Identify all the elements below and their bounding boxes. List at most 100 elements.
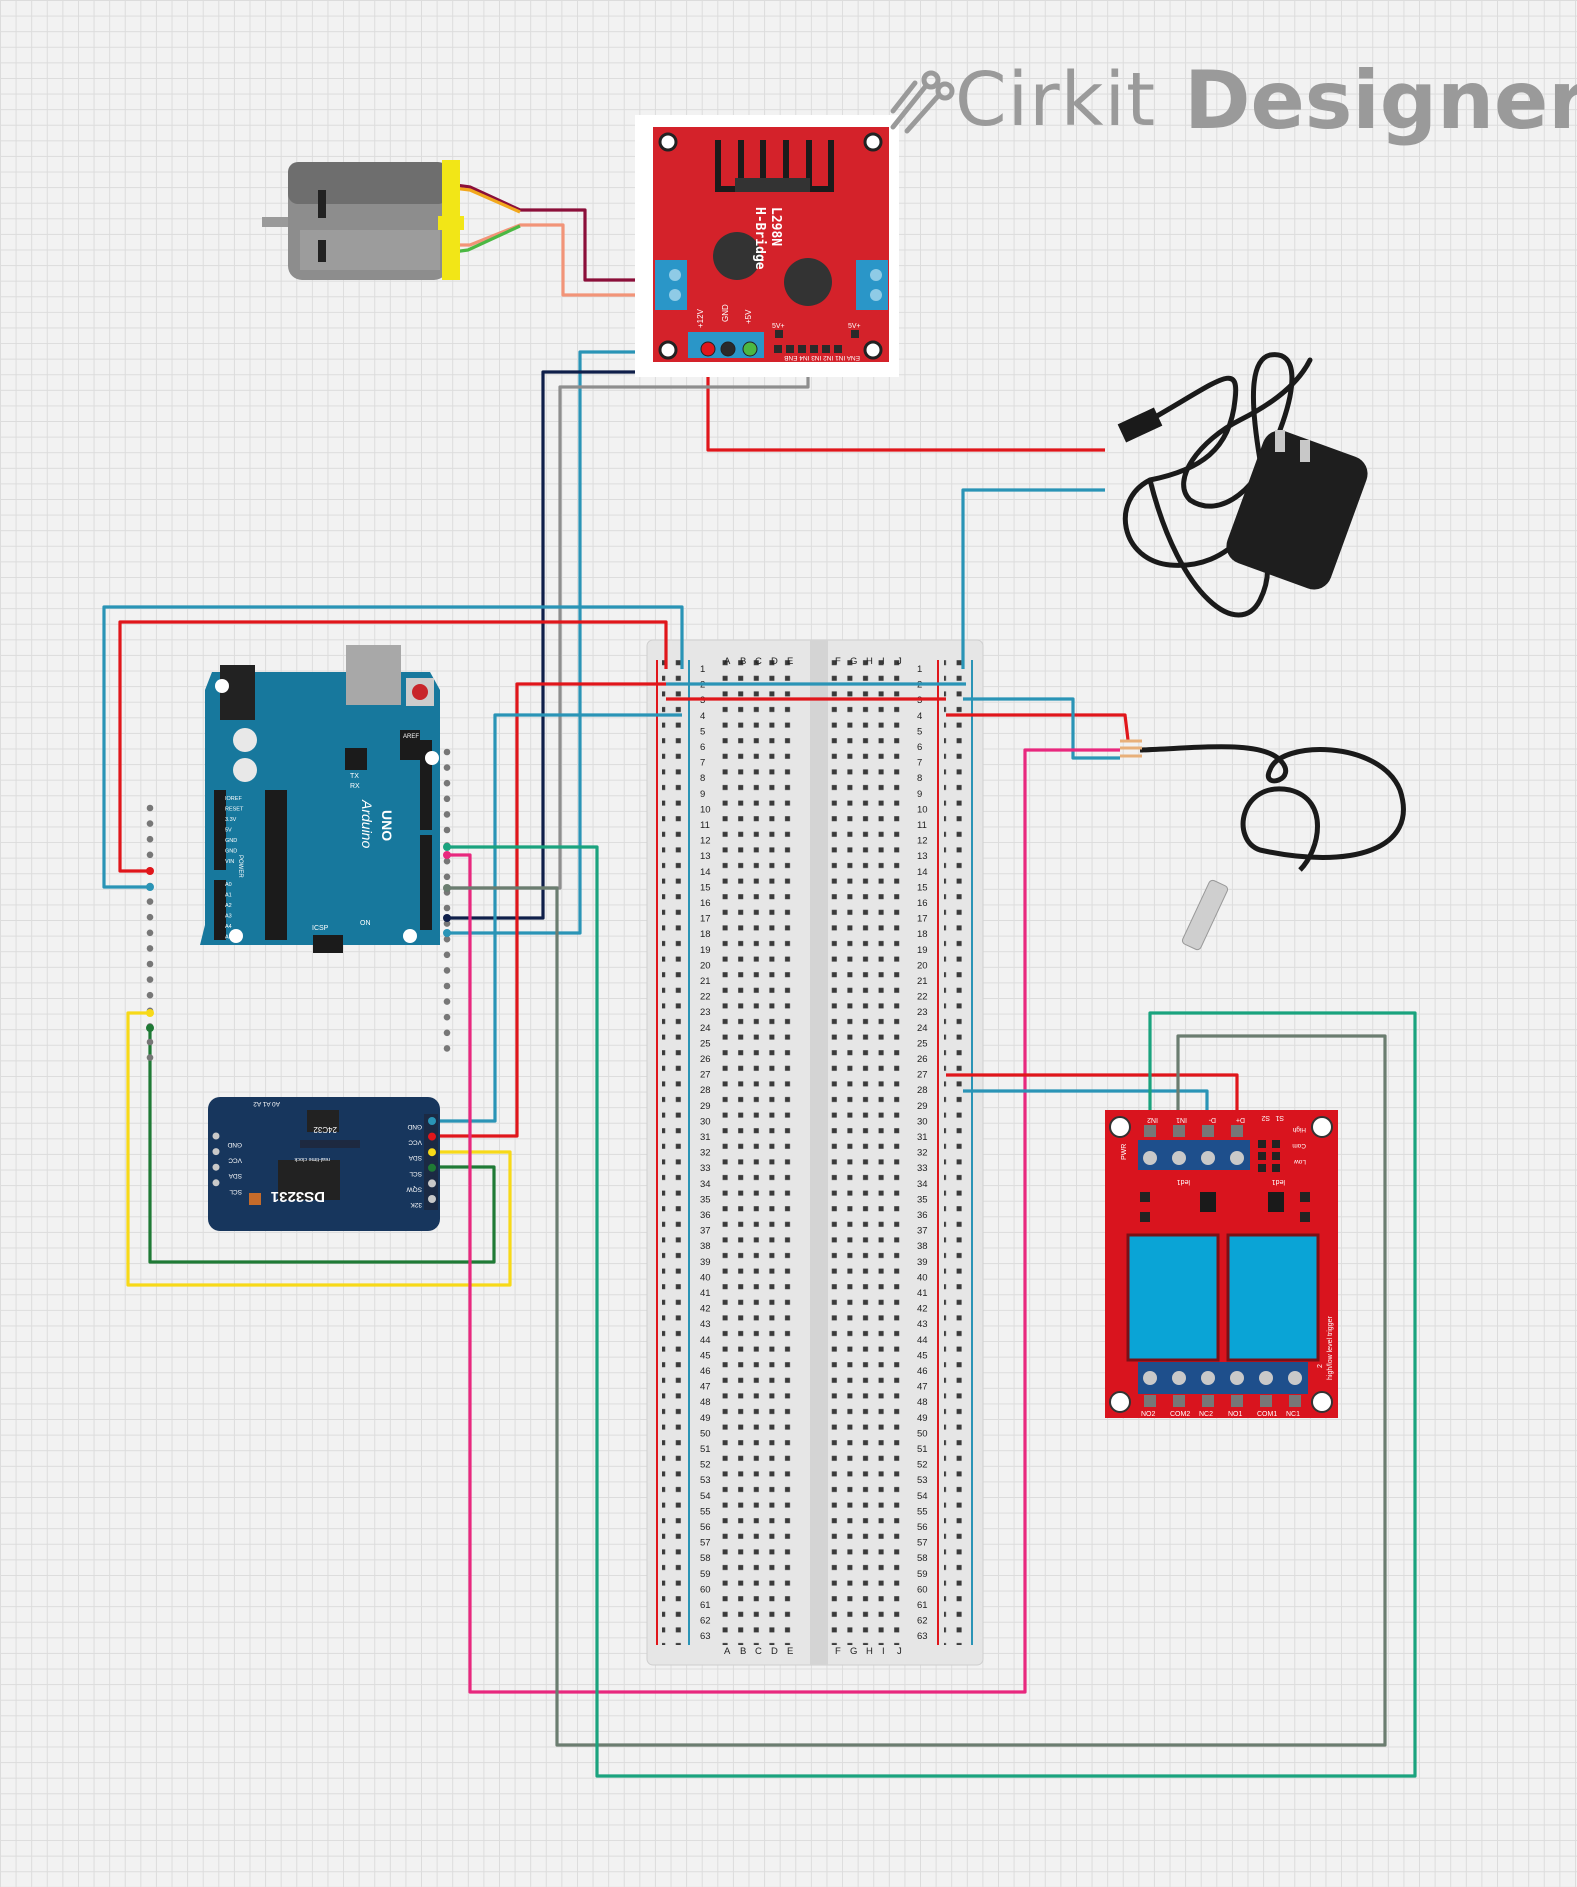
wire-endpoint[interactable] (146, 1024, 154, 1032)
rtc-right-pin[interactable] (428, 1148, 436, 1157)
hbridge-title-2: H-Bridge (752, 207, 767, 270)
rtc-right-pin-label: SDA (408, 1154, 422, 1161)
arduino-right-pin-dot[interactable] (443, 1013, 451, 1021)
arduino-right-pin-dot[interactable] (443, 1045, 451, 1052)
arduino-right-pin-dot[interactable] (443, 795, 451, 803)
rtc-left-pin[interactable] (212, 1132, 220, 1140)
arduino-left-pin-dot[interactable] (146, 898, 154, 905)
arduino-pin-stubs (146, 748, 451, 1061)
wire-temp-vcc (946, 713, 1130, 741)
arduino-right-pin-dot[interactable] (443, 811, 451, 818)
arduino-left-pin-dot[interactable] (146, 960, 154, 968)
bb-col-label: J (897, 1646, 902, 1657)
relay-bottom-pin-label: NC1 (1286, 1411, 1300, 1418)
arduino-left-pin-dot[interactable] (146, 851, 154, 859)
arduino-left-pin-dot[interactable] (146, 945, 154, 952)
wire-endpoint[interactable] (443, 884, 451, 892)
bb-row-label: 9 (917, 789, 922, 800)
bb-row-label: 21 (700, 976, 711, 987)
wire-endpoint[interactable] (443, 843, 451, 851)
rtc-right-pin[interactable] (428, 1117, 436, 1125)
wire-12v (706, 352, 1105, 452)
arduino-power-pin-label: 5V (225, 828, 232, 834)
arduino-right-pin-dot[interactable] (443, 935, 451, 943)
bb-row-label: 18 (700, 929, 711, 940)
bb-col-label: G (850, 656, 857, 667)
arduino-right-pin-dot[interactable] (443, 982, 451, 990)
arduino-left-pin-dot[interactable] (146, 976, 154, 983)
arduino-left-pin-dot[interactable] (146, 929, 154, 937)
bb-col-label: C (755, 656, 762, 667)
arduino-right-pin-dot[interactable] (443, 748, 451, 756)
bb-row-label: 14 (700, 867, 711, 878)
rtc-right-pin[interactable] (428, 1163, 436, 1172)
arduino-power-pin-label: 3.3V (225, 817, 237, 823)
rtc-left-pin[interactable] (212, 1163, 220, 1171)
arduino-power-pin-label: RESET (225, 807, 244, 813)
rtc-right-pin[interactable] (428, 1195, 436, 1203)
relay-top-pin-label: D- (1208, 1116, 1216, 1123)
rtc-right-pin[interactable] (428, 1179, 436, 1188)
arduino-left-pin-dot[interactable] (146, 991, 154, 999)
arduino-right-pin-dot[interactable] (443, 764, 451, 771)
arduino-left-pin-dot[interactable] (146, 913, 154, 921)
arduino-right-pin-dot[interactable] (443, 857, 451, 865)
arduino-right-pin-dot[interactable] (443, 998, 451, 1005)
arduino-right-pin-dot[interactable] (443, 920, 451, 927)
wire-rtc-scl (148, 1028, 496, 1264)
bb-row-label: 47 (700, 1382, 711, 1393)
bb-row-label: 4 (700, 711, 705, 722)
bb-col-label: E (787, 1646, 793, 1657)
bb-col-label: I (882, 1646, 885, 1657)
arduino-right-pin-dot[interactable] (443, 951, 451, 959)
wire-rtc-gnd (432, 713, 682, 1123)
wire-endpoint[interactable] (146, 867, 154, 875)
bb-row-label: 37 (700, 1226, 711, 1237)
arduino-right-pin-dot[interactable] (443, 779, 451, 787)
wire-endpoint[interactable] (443, 914, 451, 922)
wire-endpoint[interactable] (146, 1009, 154, 1017)
wire-endpoint[interactable] (443, 851, 451, 859)
bb-row-label: 4 (917, 711, 922, 722)
bb-row-label: 61 (700, 1600, 711, 1611)
hbridge-jumper-1: 5V+ (772, 323, 785, 330)
bb-row-label: 1 (917, 664, 922, 675)
bb-row-label: 10 (700, 804, 711, 815)
bb-row-label: 29 (917, 1101, 928, 1112)
rtc-left-pin[interactable] (212, 1148, 220, 1156)
arduino-left-pin-dot[interactable] (146, 804, 154, 812)
bb-row-label: 21 (917, 976, 928, 987)
arduino-right-pin-dot[interactable] (443, 904, 451, 912)
rtc-left-pin-label: GND (227, 1141, 242, 1148)
bb-row-label: 3 (917, 695, 922, 706)
bb-col-label: D (771, 1646, 778, 1657)
relay-bottom-pin-label: NO1 (1228, 1411, 1243, 1418)
arduino-left-pin-dot[interactable] (146, 835, 154, 843)
arduino-right-pin-dot[interactable] (443, 967, 451, 974)
wire-endpoint[interactable] (443, 929, 451, 937)
relay-led-1: led1 (1177, 1178, 1190, 1185)
arduino-right-pin-dot[interactable] (443, 873, 451, 881)
bb-col-label: B (740, 1646, 746, 1657)
arduino-right-pin-dot[interactable] (443, 826, 451, 834)
arduino-right-pin-dot[interactable] (443, 1029, 451, 1037)
arduino-power-pin-label: IOREF (225, 796, 242, 802)
bb-row-label: 33 (917, 1163, 928, 1174)
rtc-left-pin[interactable] (212, 1179, 220, 1187)
bb-row-label: 9 (700, 789, 705, 800)
bb-row-label: 34 (700, 1179, 711, 1190)
wire-endpoint[interactable] (146, 883, 154, 891)
rtc-eeprom: 24C32 (313, 1125, 337, 1134)
arduino-analog-pin-label: A3 (225, 914, 232, 920)
bb-col-label: G (850, 1646, 857, 1657)
arduino-left-pin-dot[interactable] (146, 1038, 154, 1046)
wire-motor-a (454, 183, 668, 282)
arduino-left-pin-dot[interactable] (146, 820, 154, 827)
rtc-right-pin[interactable] (428, 1132, 436, 1141)
arduino-left-pin-dot[interactable] (146, 1054, 154, 1061)
bb-row-label: 8 (700, 773, 705, 784)
bb-row-label: 60 (917, 1584, 928, 1595)
